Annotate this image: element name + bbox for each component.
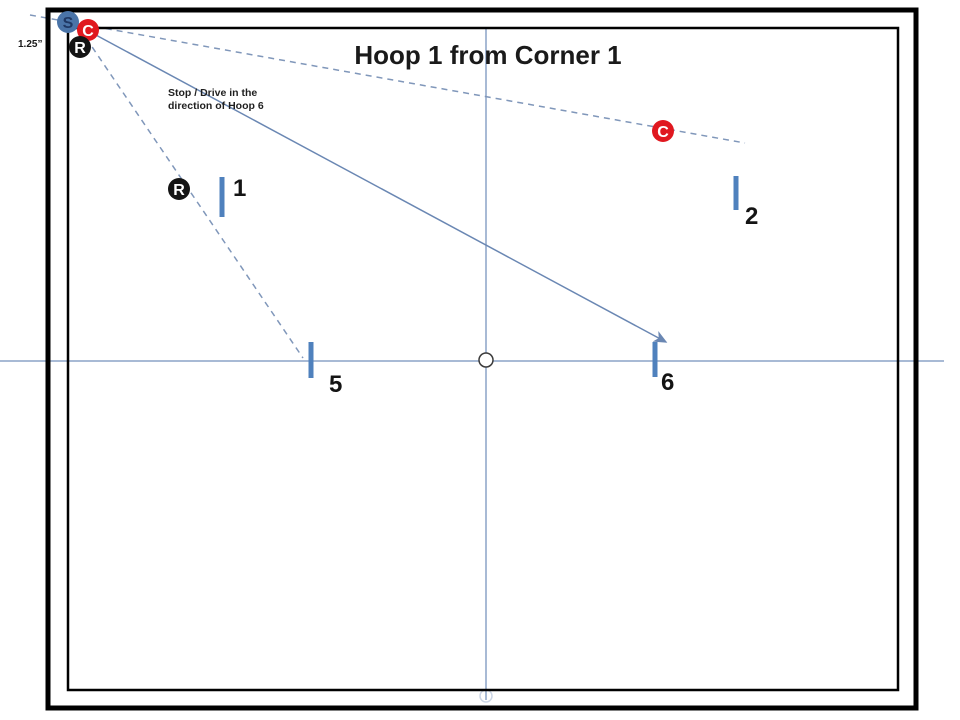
aim-dashed-line-to-corner2 bbox=[29, 14, 746, 144]
court-inner-boundary bbox=[66, 26, 900, 692]
corner-ball-r-circle bbox=[69, 36, 91, 58]
hoop-1-label: 1 bbox=[233, 175, 246, 202]
corner-ball-r: R bbox=[69, 36, 91, 58]
corner-ball-c-circle bbox=[77, 19, 99, 41]
striker-ball-s: S bbox=[57, 11, 79, 33]
right-ball-c: C bbox=[652, 120, 674, 142]
corner-distance-label: 1.25” bbox=[18, 39, 42, 50]
corner-ball-c: C bbox=[77, 19, 99, 41]
corner-ball-c-letter: C bbox=[82, 23, 94, 40]
court-outer-boundary bbox=[45, 7, 919, 711]
mid-ball-r-letter: R bbox=[173, 182, 185, 199]
center-peg bbox=[478, 352, 494, 368]
hoop-6-label: 6 bbox=[661, 369, 674, 396]
instruction-line-2: direction of Hoop 6 bbox=[168, 100, 264, 112]
mid-ball-r: R bbox=[168, 178, 190, 200]
corner-ball-r-letter: R bbox=[74, 40, 86, 57]
right-ball-c-circle bbox=[652, 120, 674, 142]
instruction-line-1: Stop / Drive in the bbox=[168, 87, 257, 99]
hoop-2-label: 2 bbox=[745, 203, 758, 230]
striker-ball-s-circle bbox=[57, 11, 79, 33]
drive-arrow-line-to-hoop6 bbox=[93, 33, 668, 343]
diagram-title: Hoop 1 from Corner 1 bbox=[354, 40, 621, 70]
right-ball-c-letter: C bbox=[657, 124, 669, 141]
aim-dashed-line-to-hoop5 bbox=[85, 37, 304, 359]
striker-ball-s-letter: S bbox=[63, 15, 74, 32]
mid-ball-r-circle bbox=[168, 178, 190, 200]
hoop-5-label: 5 bbox=[329, 371, 342, 398]
